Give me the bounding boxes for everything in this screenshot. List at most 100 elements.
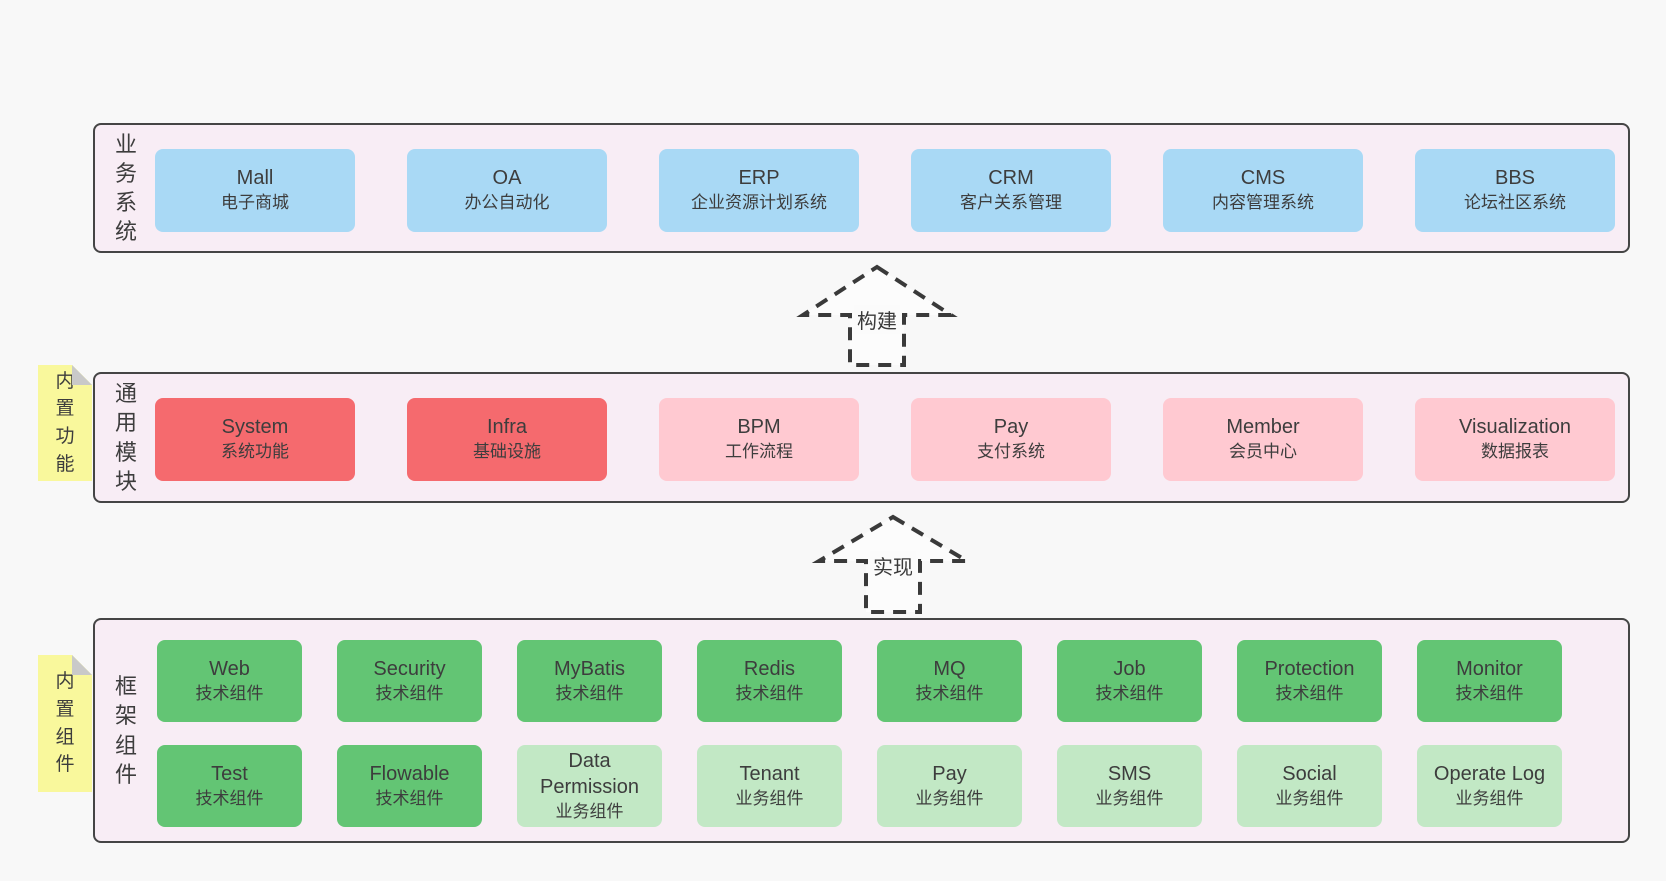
box-oa-subtitle: 办公自动化 (464, 193, 550, 213)
build-arrow-label: 构建 (854, 305, 900, 334)
box-cms-subtitle: 内容管理系统 (1212, 193, 1314, 213)
sticky-note-built-in-functions: 内置功能 (38, 365, 92, 481)
box-web-subtitle: 技术组件 (195, 683, 264, 703)
box-mall: Mall 电子商城 (155, 149, 355, 232)
box-job-subtitle: 技术组件 (1095, 683, 1164, 703)
box-flowable: Flowable 技术组件 (337, 745, 482, 827)
box-mybatis-name: MyBatis (553, 657, 626, 680)
box-mybatis: MyBatis 技术组件 (517, 640, 662, 722)
business-systems-row: Mall 电子商城 OA 办公自动化 ERP 企业资源计划系统 CRM 客户关系… (155, 149, 1615, 232)
box-data-permission: Data Permission 业务组件 (517, 745, 662, 827)
box-job-name: Job (1113, 657, 1146, 680)
box-protection-subtitle: 技术组件 (1275, 683, 1344, 703)
framework-components-row-2: Test 技术组件 Flowable 技术组件 Data Permission … (157, 745, 1562, 827)
box-monitor: Monitor 技术组件 (1417, 640, 1562, 722)
box-monitor-subtitle: 技术组件 (1455, 683, 1524, 703)
box-protection: Protection 技术组件 (1237, 640, 1382, 722)
box-crm: CRM 客户关系管理 (911, 149, 1111, 232)
box-operate-log-name: Operate Log (1433, 762, 1546, 785)
box-operate-log-subtitle: 业务组件 (1455, 788, 1524, 808)
box-security: Security 技术组件 (337, 640, 482, 722)
box-crm-subtitle: 客户关系管理 (960, 193, 1062, 213)
box-bpm-subtitle: 工作流程 (725, 442, 793, 462)
box-member: Member 会员中心 (1163, 398, 1363, 481)
box-bbs: BBS 论坛社区系统 (1415, 149, 1615, 232)
box-mq-name: MQ (933, 657, 966, 680)
build-arrow: 构建 (795, 263, 959, 369)
sticky-note-built-in-components: 内置组件 (38, 655, 92, 792)
box-pay-component: Pay 业务组件 (877, 745, 1022, 827)
box-member-name: Member (1226, 416, 1300, 439)
box-social-subtitle: 业务组件 (1275, 788, 1344, 808)
box-security-name: Security (373, 657, 446, 680)
box-pay-component-name: Pay (932, 762, 967, 785)
band-framework-components: 框架组件 Web 技术组件 Security 技术组件 MyBatis 技术组件… (93, 618, 1630, 843)
implement-arrow: 实现 (811, 513, 975, 616)
sticky-note-built-in-components-text: 内置组件 (55, 671, 75, 776)
box-monitor-name: Monitor (1456, 657, 1523, 680)
box-tenant: Tenant 业务组件 (697, 745, 842, 827)
box-mq: MQ 技术组件 (877, 640, 1022, 722)
box-sms-name: SMS (1107, 762, 1152, 785)
box-crm-name: CRM (988, 167, 1034, 190)
box-visualization-name: Visualization (1459, 416, 1571, 439)
sticky-note-built-in-functions-text: 内置功能 (55, 370, 75, 475)
box-cms-name: CMS (1240, 167, 1286, 190)
box-erp-subtitle: 企业资源计划系统 (691, 193, 827, 213)
box-operate-log: Operate Log 业务组件 (1417, 745, 1562, 827)
box-test: Test 技术组件 (157, 745, 302, 827)
box-flowable-subtitle: 技术组件 (375, 788, 444, 808)
box-cms: CMS 内容管理系统 (1163, 149, 1363, 232)
box-data-permission-subtitle: 业务组件 (555, 801, 624, 821)
box-bpm-name: BPM (737, 416, 781, 439)
box-bbs-subtitle: 论坛社区系统 (1464, 193, 1566, 213)
box-oa: OA 办公自动化 (407, 149, 607, 232)
box-bbs-name: BBS (1494, 167, 1536, 190)
box-redis-name: Redis (743, 657, 796, 680)
box-mq-subtitle: 技术组件 (915, 683, 984, 703)
framework-components-row-1: Web 技术组件 Security 技术组件 MyBatis 技术组件 Redi… (157, 640, 1562, 722)
implement-arrow-label: 实现 (870, 551, 916, 580)
box-pay-module: Pay 支付系统 (911, 398, 1111, 481)
box-social-name: Social (1282, 762, 1337, 785)
box-social: Social 业务组件 (1237, 745, 1382, 827)
box-test-subtitle: 技术组件 (195, 788, 264, 808)
box-mall-name: Mall (236, 167, 274, 190)
band-framework-components-label: 框架组件 (114, 674, 137, 787)
folded-corner-icon (72, 655, 92, 675)
box-system-name: System (221, 416, 289, 439)
box-infra-subtitle: 基础设施 (473, 442, 541, 462)
box-visualization: Visualization 数据报表 (1415, 398, 1615, 481)
box-tenant-name: Tenant (739, 762, 800, 785)
band-common-modules: 通用模块 System 系统功能 Infra 基础设施 BPM 工作流程 Pay… (93, 372, 1630, 503)
box-pay-component-subtitle: 业务组件 (915, 788, 984, 808)
box-erp: ERP 企业资源计划系统 (659, 149, 859, 232)
box-infra-name: Infra (486, 416, 528, 439)
box-web: Web 技术组件 (157, 640, 302, 722)
band-business-systems-label: 业务系统 (114, 131, 137, 245)
box-job: Job 技术组件 (1057, 640, 1202, 722)
box-redis: Redis 技术组件 (697, 640, 842, 722)
box-redis-subtitle: 技术组件 (735, 683, 804, 703)
box-erp-name: ERP (738, 167, 780, 190)
box-mall-subtitle: 电子商城 (221, 193, 289, 213)
common-modules-row: System 系统功能 Infra 基础设施 BPM 工作流程 Pay 支付系统… (155, 398, 1615, 481)
box-pay-module-subtitle: 支付系统 (977, 442, 1045, 462)
box-system-subtitle: 系统功能 (221, 442, 289, 462)
band-common-modules-label: 通用模块 (114, 381, 137, 494)
box-security-subtitle: 技术组件 (375, 683, 444, 703)
box-oa-name: OA (492, 167, 522, 190)
box-system: System 系统功能 (155, 398, 355, 481)
box-sms-subtitle: 业务组件 (1095, 788, 1164, 808)
box-visualization-subtitle: 数据报表 (1481, 442, 1549, 462)
box-member-subtitle: 会员中心 (1229, 442, 1297, 462)
box-sms: SMS 业务组件 (1057, 745, 1202, 827)
band-business-systems: 业务系统 Mall 电子商城 OA 办公自动化 ERP 企业资源计划系统 CRM… (93, 123, 1630, 253)
box-infra: Infra 基础设施 (407, 398, 607, 481)
box-data-permission-name: Data Permission (540, 749, 639, 798)
box-flowable-name: Flowable (369, 762, 450, 785)
box-test-name: Test (211, 762, 248, 785)
box-tenant-subtitle: 业务组件 (735, 788, 804, 808)
box-bpm: BPM 工作流程 (659, 398, 859, 481)
